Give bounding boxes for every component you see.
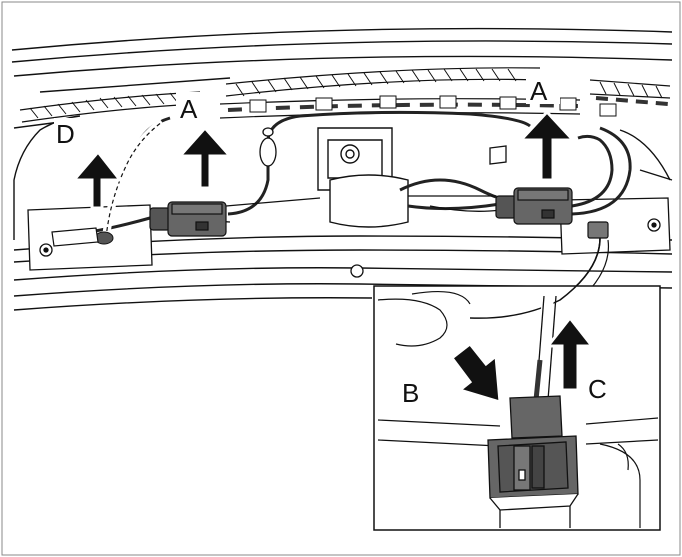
arrow-c xyxy=(544,315,596,392)
taped-lead-d xyxy=(51,118,165,247)
panel-tab xyxy=(489,145,507,165)
callout-a-left: A xyxy=(180,94,198,124)
callout-c: C xyxy=(588,374,607,404)
harness-dark-stripe xyxy=(227,96,669,112)
callout-b: B xyxy=(402,378,419,408)
arrow-a-right xyxy=(517,109,577,182)
left-connector xyxy=(149,201,227,237)
callout-a-left-bg xyxy=(176,92,210,122)
inset-connector xyxy=(487,395,579,528)
inset-detail: B C xyxy=(373,237,661,531)
inset-wire xyxy=(533,295,557,401)
harness-clips xyxy=(249,95,617,117)
callout-label-group: A A D xyxy=(54,74,560,149)
callout-d: D xyxy=(56,119,75,149)
centre-clip xyxy=(317,127,409,228)
arrow-a-left xyxy=(176,125,234,190)
grommet xyxy=(259,127,277,167)
inset-background xyxy=(377,237,659,528)
harness-tape-marks xyxy=(29,68,663,119)
arrow-b xyxy=(449,341,502,405)
callout-a-right: A xyxy=(530,76,548,106)
arrow-d xyxy=(70,149,124,210)
callout-d-bg xyxy=(54,118,84,148)
callout-a-right-bg xyxy=(526,74,560,104)
panel-bolt xyxy=(350,264,364,278)
right-connector xyxy=(495,187,573,225)
